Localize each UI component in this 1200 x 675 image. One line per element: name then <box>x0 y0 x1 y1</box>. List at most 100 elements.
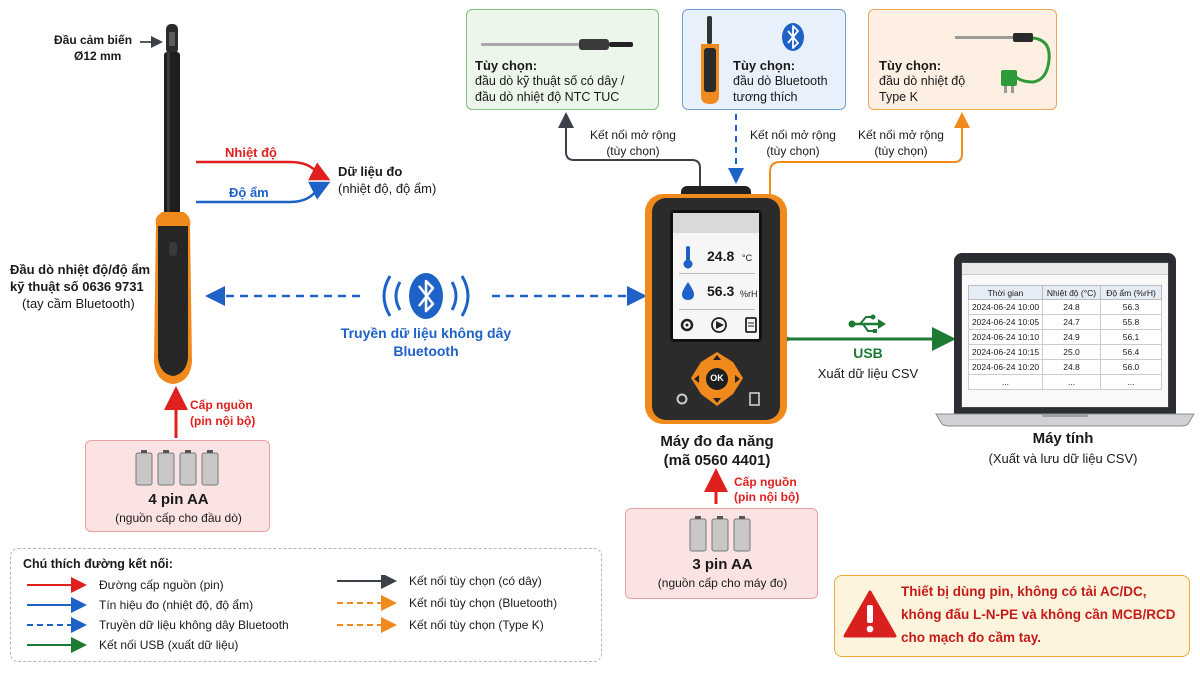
screen-softkey-icons <box>680 317 757 333</box>
legend-item-power: Đường cấp nguồn (pin) <box>99 578 224 592</box>
meter-nav-pad[interactable] <box>689 350 745 408</box>
warning-line-2: không đấu L-N-PE và không cần MCB/RCD <box>901 607 1176 622</box>
warning-box: Thiết bị dùng pin, không có tải AC/DC, k… <box>834 575 1190 657</box>
meter-power-label-sub: (pin nội bộ) <box>734 490 800 504</box>
option-wired-box: Tùy chọn: đầu dò kỹ thuật số có dây / đầ… <box>466 9 659 110</box>
legend-item-opt-wired: Kết nối tùy chọn (có dây) <box>409 574 542 588</box>
option3-typek-line <box>769 112 970 196</box>
meter-hum-value: 56.3 <box>707 283 735 299</box>
laptop-base <box>935 413 1195 427</box>
meter-power-label: Cấp nguồn <box>734 475 797 489</box>
probe-power-label-sub: (pin nội bộ) <box>190 414 256 428</box>
usb-sub: Xuất dữ liệu CSV <box>817 366 919 381</box>
option2-title: Tùy chọn: <box>733 58 796 73</box>
probe-image <box>154 24 192 384</box>
option2-line2: tương thích <box>733 90 798 104</box>
probe-battery-title: 4 pin AA <box>148 491 209 508</box>
meter-ok-button[interactable]: OK <box>710 373 724 383</box>
table-row: 2024-06-24 10:00 24.8 56.3 <box>968 300 1162 315</box>
table-row: 2024-06-24 10:20 24.8 56.0 <box>968 360 1162 375</box>
option2-line1: đầu dò Bluetooth <box>733 74 828 88</box>
meter-screen: 24.8 °C 56.3 %rH <box>670 210 762 342</box>
option1-wired-line <box>558 112 701 186</box>
meter-title: Máy đo đa năng <box>660 433 774 450</box>
computer-sub: (Xuất và lưu dữ liệu CSV) <box>988 451 1138 466</box>
bt-probe-icon <box>701 16 719 104</box>
computer-title: Máy tính <box>1032 430 1094 447</box>
legend-title: Chú thích đường kết nối: <box>23 557 173 571</box>
usb-label: USB <box>853 345 883 361</box>
legend-item-signal: Tín hiệu đo (nhiệt độ, độ ẩm) <box>99 598 254 612</box>
table-row: ... ... ... <box>968 375 1162 390</box>
data-label: Dữ liệu đo <box>338 164 403 179</box>
csv-header-temp: Nhiệt độ (°C) <box>1043 286 1101 299</box>
battery-icon-group <box>135 450 219 486</box>
signal-temp-label: Nhiệt độ <box>225 145 277 160</box>
signal-hum-label: Độ ẩm <box>229 185 269 200</box>
csv-header-hum: Độ ẩm (%rH) <box>1106 288 1156 298</box>
option3-title: Tùy chọn: <box>879 58 942 73</box>
warning-line-1: Thiết bị dùng pin, không có tải AC/DC, <box>901 584 1147 599</box>
table-row: 2024-06-24 10:15 25.0 56.4 <box>968 345 1162 360</box>
table-cell: ... <box>969 375 1043 389</box>
table-cell: 56.3 <box>1122 302 1140 312</box>
laptop-screen: Thời gian Nhiệt độ (°C) Độ ẩm (%rH) 2024… <box>961 262 1169 408</box>
bt-label: Truyền dữ liệu không dây <box>340 325 512 341</box>
probe-title-3: (tay cầm Bluetooth) <box>22 296 135 311</box>
hum-signal-line <box>196 181 331 204</box>
probe-battery-sub: (nguồn cấp cho đầu dò) <box>115 511 242 525</box>
legend-item-usb: Kết nối USB (xuất dữ liệu) <box>99 638 239 652</box>
meter-temp-value: 24.8 <box>707 248 735 264</box>
table-row: 2024-06-24 10:10 24.9 56.1 <box>968 330 1162 345</box>
option1-line2: đầu dò nhiệt độ NTC TUC <box>475 90 620 104</box>
meter-temp-unit: °C <box>742 253 753 263</box>
gear-icon <box>680 318 694 332</box>
option-bt-box: Tùy chọn: đầu dò Bluetooth tương thích <box>682 9 846 110</box>
thermometer-icon <box>683 246 693 269</box>
table-cell: 24.9 <box>1043 330 1101 344</box>
warning-icon <box>843 590 897 638</box>
meter-battery-title: 3 pin AA <box>692 556 753 573</box>
probe-power-label: Cấp nguồn <box>190 398 253 412</box>
probe-head-size: Ø12 mm <box>74 49 122 63</box>
meter-device: 24.8 °C 56.3 %rH OK <box>645 186 787 426</box>
option1-conn-label: Kết nối mở rộng <box>590 128 676 142</box>
table-cell: 55.8 <box>1122 317 1140 327</box>
table-cell: 2024-06-24 10:15 <box>969 345 1043 359</box>
option3-line2: Type K <box>879 90 918 104</box>
probe-battery-box: 4 pin AA (nguồn cấp cho đầu dò) <box>85 440 270 532</box>
option3-conn-label: Kết nối mở rộng <box>858 128 944 142</box>
meter-battery-box: 3 pin AA (nguồn cấp cho máy đo) <box>625 508 818 599</box>
option2-conn-label: Kết nối mở rộng <box>750 128 836 142</box>
legend-swatches <box>27 575 397 653</box>
table-cell: ... <box>1043 375 1101 389</box>
bt-label-sub: Bluetooth <box>393 343 459 359</box>
probe-title-2: kỹ thuật số 0636 9731 <box>10 279 144 294</box>
table-cell: 2024-06-24 10:20 <box>969 360 1043 374</box>
table-cell: 2024-06-24 10:05 <box>969 315 1043 329</box>
meter-hum-unit: %rH <box>740 289 758 299</box>
table-cell: 24.7 <box>1043 315 1101 329</box>
legend-item-bt: Truyền dữ liệu không dây Bluetooth <box>99 618 289 632</box>
option1-conn-sub: (tùy chọn) <box>606 144 660 158</box>
option1-line1: đầu dò kỹ thuật số có dây / <box>475 74 625 88</box>
table-cell: 56.0 <box>1122 362 1140 372</box>
legend-item-opt-bt: Kết nối tùy chọn (Bluetooth) <box>409 596 558 610</box>
option-typek-box: Tùy chọn: đầu dò nhiệt độ Type K <box>868 9 1057 110</box>
table-cell: 25.0 <box>1043 345 1101 359</box>
table-cell: 24.8 <box>1043 300 1101 314</box>
meter-doc-key-icon[interactable] <box>749 392 761 406</box>
option1-title: Tùy chọn: <box>475 58 538 73</box>
csv-header-time: Thời gian <box>969 286 1043 299</box>
probe-title-1: Đầu dò nhiệt độ/độ ẩm <box>10 262 151 277</box>
option2-conn-sub: (tùy chọn) <box>766 144 820 158</box>
humidity-drop-icon <box>682 282 694 300</box>
legend-box: Chú thích đường kết nối: Đường cấp nguồn… <box>10 548 602 662</box>
play-icon <box>711 317 727 333</box>
bluetooth-wireless-icon <box>382 273 470 319</box>
csv-table-header: Thời gian Nhiệt độ (°C) Độ ẩm (%rH) <box>968 285 1162 300</box>
warning-line-3: cho mạch đo cầm tay. <box>901 630 1042 645</box>
table-cell: 2024-06-24 10:10 <box>969 330 1043 344</box>
meter-gear-key-icon[interactable] <box>675 392 689 406</box>
